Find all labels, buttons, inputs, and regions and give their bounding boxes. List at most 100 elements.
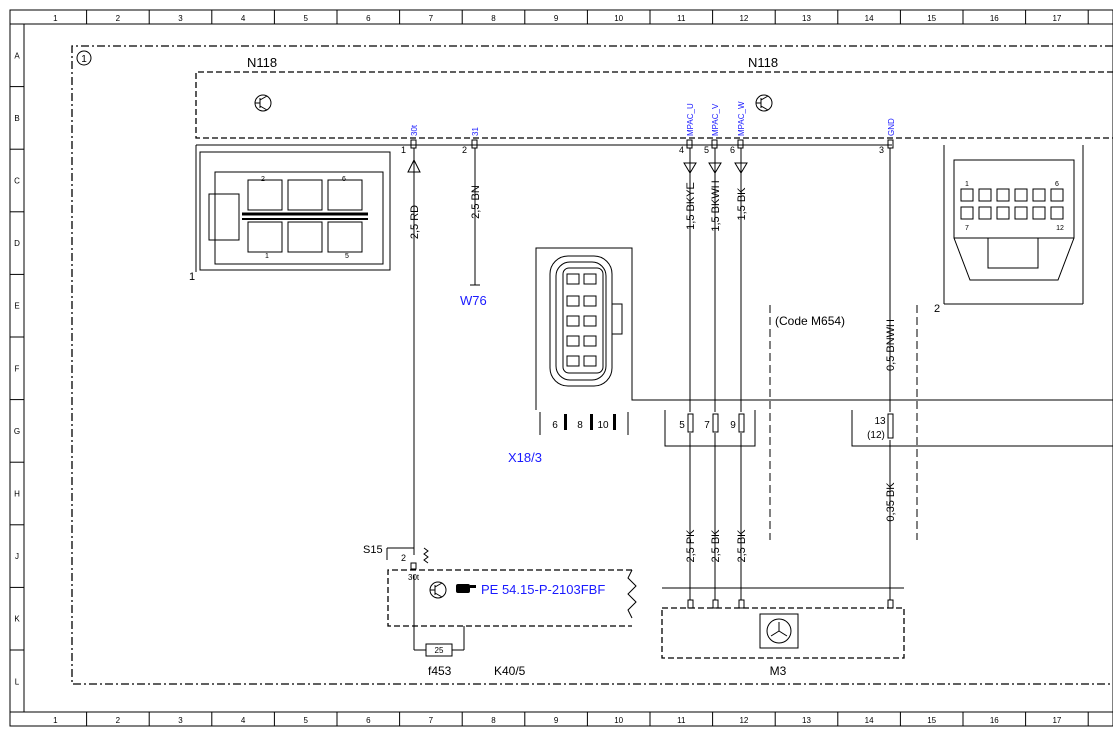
x18-pin-8: 8 bbox=[577, 414, 593, 431]
row-label: K bbox=[14, 615, 20, 624]
x18-pin-5: 5 bbox=[679, 413, 694, 433]
pin-number: 1 bbox=[401, 145, 406, 155]
row-label: C bbox=[14, 177, 20, 186]
x18-group-bracket bbox=[664, 410, 756, 447]
pin-3: 3 GND bbox=[879, 118, 896, 155]
wire-label: 0,5 BNWH bbox=[885, 319, 897, 371]
wire-label: 2,5 PK bbox=[685, 529, 697, 563]
column-label: 13 bbox=[802, 716, 811, 725]
x18-pin-7: 7 bbox=[704, 413, 719, 433]
column-label: 9 bbox=[554, 14, 559, 23]
connector-left-drawing: 2 6 1 5 bbox=[199, 151, 391, 271]
column-label: 3 bbox=[178, 716, 183, 725]
cavity-label: 2 bbox=[261, 176, 265, 183]
column-label: 16 bbox=[990, 14, 999, 23]
x18-connector-drawing bbox=[535, 247, 1113, 410]
reference-hand-icon[interactable] bbox=[456, 584, 476, 593]
column-label: 7 bbox=[429, 14, 434, 23]
row-label: B bbox=[14, 114, 19, 123]
row-label: D bbox=[14, 239, 20, 248]
pin-number: 3 bbox=[879, 145, 884, 155]
code-note: (Code M654) bbox=[775, 314, 845, 328]
column-label: 5 bbox=[303, 14, 308, 23]
wire-mpac-w bbox=[734, 148, 748, 600]
column-label: 1 bbox=[53, 716, 58, 725]
column-label: 1 bbox=[53, 14, 58, 23]
cavity-label: 1 bbox=[265, 253, 269, 260]
pin-6: 6 MPAC_W bbox=[730, 101, 746, 155]
row-label: A bbox=[14, 51, 20, 60]
column-label: 9 bbox=[554, 716, 559, 725]
column-label: 6 bbox=[366, 14, 371, 23]
column-label: 17 bbox=[1052, 716, 1061, 725]
column-label: 2 bbox=[116, 14, 121, 23]
pin-number: 6 bbox=[552, 420, 558, 431]
region-marker-circle bbox=[76, 50, 92, 66]
region-marker: 1 bbox=[81, 54, 87, 65]
row-label: L bbox=[15, 677, 20, 686]
pin-number: 6 bbox=[730, 145, 735, 155]
wire-mpac-u bbox=[683, 148, 697, 600]
sheet-frame bbox=[9, 9, 1113, 727]
column-label: 11 bbox=[677, 14, 686, 23]
wire-label: 1,5 BKYE bbox=[685, 182, 697, 230]
cavity-label: 12 bbox=[1056, 225, 1064, 232]
row-label: G bbox=[14, 427, 20, 436]
wire-label: 2,5 BN bbox=[470, 185, 482, 219]
column-label: 11 bbox=[677, 716, 686, 725]
relay-break-mark bbox=[627, 569, 637, 619]
pin-number: 13 bbox=[874, 416, 886, 427]
ecu-label-right: N118 bbox=[748, 55, 778, 70]
row-label: E bbox=[14, 302, 19, 311]
motor-terminal bbox=[738, 599, 745, 609]
relay-terminal bbox=[410, 562, 417, 570]
transistor-icon bbox=[429, 581, 447, 599]
connector-right-drawing: 1 6 7 12 bbox=[953, 159, 1075, 281]
pin-number: 7 bbox=[704, 420, 710, 431]
motor-terminal bbox=[887, 599, 894, 609]
column-label: 8 bbox=[491, 716, 496, 725]
wire-label: 0,35 BK bbox=[885, 482, 897, 522]
pin-4: 4 MPAC_U bbox=[679, 103, 695, 155]
column-label: 7 bbox=[429, 716, 434, 725]
wire-mpac-v bbox=[708, 148, 722, 600]
motor-terminal bbox=[687, 599, 694, 609]
reference-link[interactable]: PE 54.15-P-2103FBF bbox=[481, 582, 605, 597]
x18-label: X18/3 bbox=[508, 450, 542, 465]
column-label: 10 bbox=[614, 14, 623, 23]
row-label: F bbox=[15, 364, 20, 373]
pin-1: 1 30t bbox=[401, 124, 419, 155]
ground-ref-label: W76 bbox=[460, 293, 487, 308]
row-label: H bbox=[14, 490, 20, 499]
x18-pin-10: 10 bbox=[597, 414, 616, 431]
pin-2: 2 31 bbox=[462, 127, 480, 155]
pin-number-alt: (12) bbox=[867, 430, 885, 441]
wire-30t bbox=[407, 148, 421, 555]
motor-terminal bbox=[712, 599, 719, 609]
relay-k40-box bbox=[387, 569, 632, 627]
pin-number: 5 bbox=[679, 420, 685, 431]
cavity-label: 5 bbox=[345, 253, 349, 260]
ecu-label-left: N118 bbox=[247, 55, 277, 70]
column-label: 17 bbox=[1052, 14, 1061, 23]
pin-5: 5 MPAC_V bbox=[704, 103, 720, 155]
wire-label: 2,5 RD bbox=[409, 205, 421, 239]
row-label: J bbox=[15, 552, 19, 561]
column-label: 15 bbox=[927, 716, 936, 725]
cavity-label: 1 bbox=[965, 181, 969, 188]
wire-label: 1,5 BKWH bbox=[710, 180, 722, 231]
wire-label: 1,5 BK bbox=[736, 187, 748, 221]
connector-left-callout: 1 bbox=[189, 271, 195, 283]
x18-right-bracket bbox=[851, 410, 1113, 447]
column-label: 14 bbox=[865, 716, 874, 725]
transistor-icon bbox=[755, 94, 773, 112]
pin-label: 31 bbox=[471, 127, 480, 136]
wire-label: 2,5 BK bbox=[736, 529, 748, 563]
column-label: 4 bbox=[241, 716, 246, 725]
pin-label: MPAC_U bbox=[686, 103, 695, 136]
motor-icon bbox=[759, 613, 799, 649]
